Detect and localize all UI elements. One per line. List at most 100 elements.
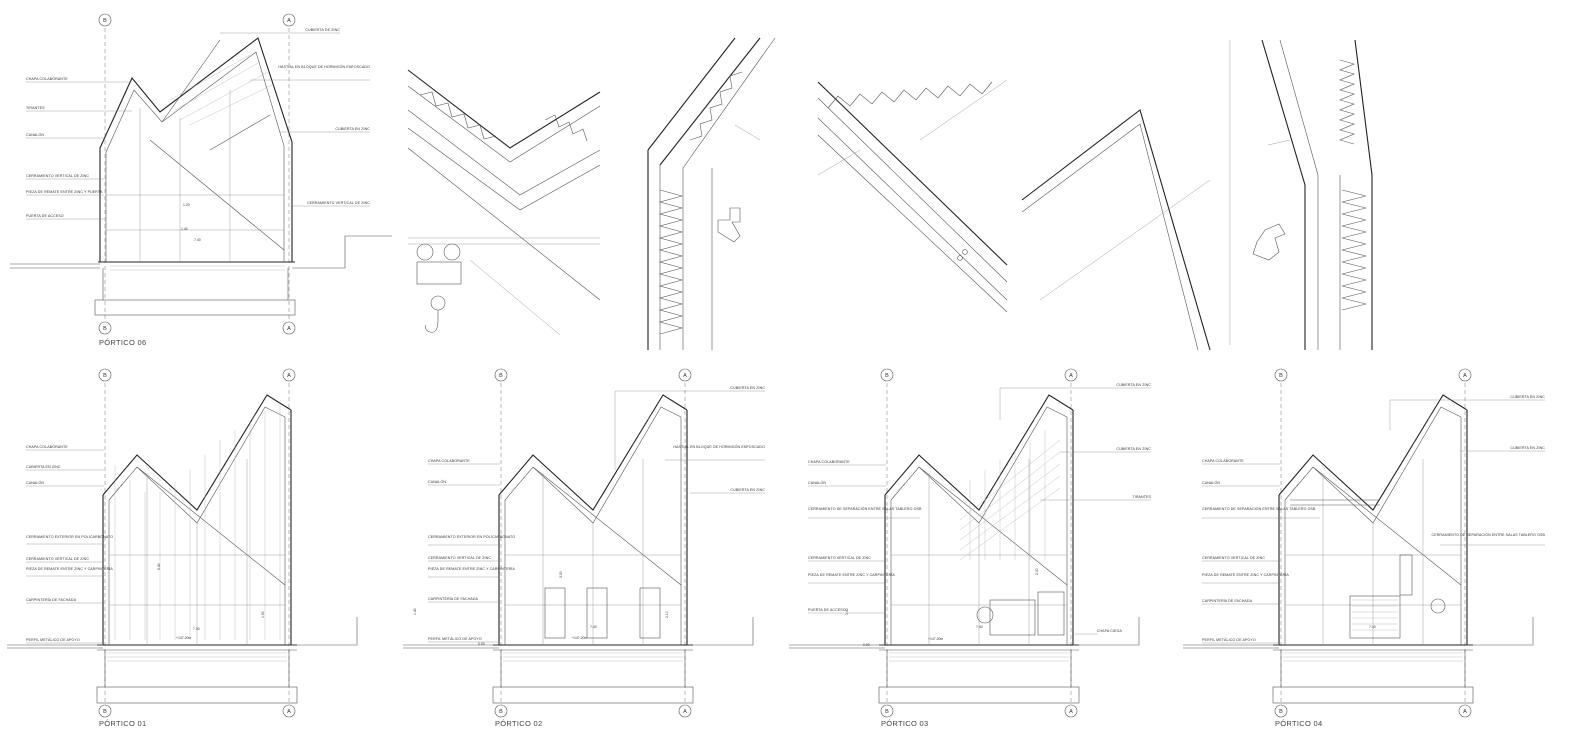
- axis-marker-a-bottom: A: [282, 321, 296, 335]
- annotation-label: CUBIERTA DE ZINC: [305, 28, 340, 32]
- annotations-right: CUBIERTA EN ZINC CUBIERTA EN ZINC TIRANT…: [999, 383, 1151, 635]
- axis-marker-b-top: B: [880, 368, 894, 382]
- section-title: PÓRTICO 06: [99, 338, 146, 347]
- axis-label: A: [287, 373, 291, 379]
- axis-label: B: [103, 18, 107, 24]
- dimension-label: 7.40: [193, 627, 200, 631]
- annotation-label: CUBIERTA EN ZINC: [730, 386, 765, 390]
- axis-label: A: [1069, 373, 1073, 379]
- annotation-label: CUBIERTA EN ZINC: [26, 465, 61, 469]
- axis-marker-b-bottom: B: [1274, 704, 1288, 718]
- section-portico-06: B A B A 1.20 1.40 7.40 CHAPA COLABORANTE…: [10, 13, 392, 347]
- annotation-label: CARPINTERÍA DE FACHADA: [1202, 599, 1253, 603]
- axis-label: A: [683, 709, 687, 715]
- detail-panels: [407, 37, 1373, 351]
- axis-marker-a-top: A: [282, 368, 296, 382]
- axis-label: B: [499, 373, 503, 379]
- annotation-label: CHAPA COLABORANTE: [1202, 459, 1244, 463]
- annotation-label: CUBIERTA EN ZINC: [1116, 383, 1151, 387]
- dimension-label: 0.00: [478, 642, 485, 646]
- annotation-label: HASTIAL EN BLOQUE DE HORMIGÓN ENFOSCADO: [673, 444, 765, 449]
- section-portico-04: B A B A 7.40 CHAPA COLABORANTE CANALÓN C…: [1182, 368, 1545, 728]
- axis-marker-a-bottom: A: [678, 704, 692, 718]
- annotation-label: CARPINTERÍA DE FACHADA: [26, 598, 77, 602]
- dimension-label: 5.40: [157, 563, 161, 570]
- annotation-label: CHAPA COLABORANTE: [26, 445, 68, 449]
- annotation-label: CHAPA COLABORANTE: [428, 459, 470, 463]
- axis-label: B: [103, 326, 107, 332]
- trolley-hook-icon: [416, 243, 462, 333]
- annotation-label: PERFIL METÁLICO DE APOYO: [1202, 638, 1256, 642]
- annotation-label: CERRAMIENTO EXTERIOR EN POLICARBONATO: [26, 535, 113, 539]
- annotations-left: CHAPA COLABORANTE CANALÓN CERRAMIENTO EX…: [428, 459, 515, 643]
- axis-label: B: [1279, 709, 1283, 715]
- machinery-block: [976, 591, 1065, 636]
- dimension-label: 1.20: [183, 203, 190, 207]
- section-portico-01: B A B A 5.40 1.90 7.40 +147.20m CHAPA CO…: [6, 368, 358, 728]
- annotation-label: CERRAMIENTO VERTICAL DE ZINC: [26, 557, 89, 561]
- dimension-label: 7.40: [194, 238, 201, 242]
- section-portico-03: B A B A 2.30 7.40 +147.20m 1.40 0.00 CHA…: [788, 368, 1151, 728]
- axis-marker-b-top: B: [98, 13, 112, 27]
- axis-marker-b-bottom: B: [98, 321, 112, 335]
- annotation-label: PIEZA DE REMATE ENTRE ZINC Y CARPINTERÍA: [428, 567, 515, 571]
- dimension-label: 1.40: [181, 227, 188, 231]
- axis-marker-b-bottom: B: [494, 704, 508, 718]
- axis-label: A: [1069, 709, 1073, 715]
- axis-label: A: [683, 373, 687, 379]
- dimension-label: 1.90: [261, 611, 265, 618]
- annotation-label: CERRAMIENTO VERTICAL DE ZINC: [808, 556, 871, 560]
- axis-marker-a-bottom: A: [282, 704, 296, 718]
- axis-marker-b-top: B: [494, 368, 508, 382]
- axis-marker-a-bottom: A: [1064, 704, 1078, 718]
- axis-marker-a-bottom: A: [1458, 704, 1472, 718]
- axis-label: A: [1463, 709, 1467, 715]
- annotation-label: PUERTA DE ACCESO: [26, 214, 64, 218]
- axis-label: B: [1279, 373, 1283, 379]
- axis-marker-a-top: A: [1458, 368, 1472, 382]
- annotation-label: CARPINTERÍA DE FACHADA: [428, 597, 479, 601]
- axis-marker-a-top: A: [678, 368, 692, 382]
- section-title: PÓRTICO 01: [99, 719, 146, 728]
- annotation-label: CANALÓN: [26, 480, 44, 485]
- annotation-label: PIEZA DE REMATE ENTRE ZINC Y PUERTA: [26, 190, 103, 194]
- detail-eave-right: [1229, 39, 1373, 350]
- dimension-label: +147.20m: [928, 637, 943, 641]
- axis-label: A: [287, 709, 291, 715]
- section-portico-02: B A B A 3.50 2.10 7.40 +147.20m 1.40 0.0…: [402, 368, 765, 728]
- annotation-label: TIRANTES: [1132, 495, 1151, 499]
- detail-roof-slope: [817, 79, 1008, 313]
- dimension-label: 3.50: [559, 571, 563, 578]
- axis-label: A: [287, 18, 291, 24]
- annotation-label: CANALÓN: [428, 479, 446, 484]
- annotation-label: PERFIL METÁLICO DE APOYO: [428, 637, 482, 641]
- annotation-label: CERRAMIENTO DE SEPARACIÓN ENTRE SALAS TA…: [1202, 506, 1316, 511]
- dimension-label: 0.00: [863, 643, 870, 647]
- annotations-right: CUBIERTA EN ZINC HASTIAL EN BLOQUE DE HO…: [614, 386, 765, 494]
- annotation-label: CERRAMIENTO DE SEPARACIÓN ENTRE SALAS TA…: [808, 506, 922, 511]
- annotation-label: CUBIERTA EN ZINC: [1510, 446, 1545, 450]
- annotation-label: CERRAMIENTO VERTICAL DE ZINC: [1202, 556, 1265, 560]
- axis-marker-b-top: B: [98, 368, 112, 382]
- annotation-label: CANALÓN: [1202, 480, 1220, 485]
- axis-label: B: [499, 709, 503, 715]
- dimension-label: 2.30: [1035, 568, 1039, 575]
- annotation-label: CHAPA CIEGA: [1097, 629, 1123, 633]
- annotation-label: TIRANTES: [26, 106, 45, 110]
- annotation-label: CERRAMIENTO VERTICAL DE ZINC: [307, 201, 370, 205]
- machinery-block: [1349, 554, 1446, 639]
- axis-label: B: [885, 709, 889, 715]
- dimension-label: 7.40: [590, 625, 597, 629]
- annotations-left: CHAPA COLABORANTE CANALÓN CERRAMIENTO DE…: [1202, 459, 1320, 644]
- annotation-label: PUERTA DE ACCESO: [808, 608, 846, 612]
- annotations-right: CUBIERTA EN ZINC CUBIERTA EN ZINC CERRAM…: [1389, 395, 1545, 546]
- dimension-label: 7.40: [1369, 625, 1376, 629]
- annotation-label: PIEZA DE REMATE ENTRE ZINC Y CARPINTERÍA: [1202, 573, 1289, 577]
- annotation-label: CANALÓN: [808, 480, 826, 485]
- annotation-label: CUBIERTA EN ZINC: [335, 127, 370, 131]
- annotation-label: PIEZA DE REMATE ENTRE ZINC Y CARPINTERÍA: [26, 567, 113, 571]
- annotation-label: CERRAMIENTO EXTERIOR EN POLICARBONATO: [428, 535, 515, 539]
- annotation-label: CHAPA COLABORANTE: [808, 460, 850, 464]
- axis-label: B: [885, 373, 889, 379]
- annotation-label: CERRAMIENTO VERTICAL DE ZINC: [26, 174, 89, 178]
